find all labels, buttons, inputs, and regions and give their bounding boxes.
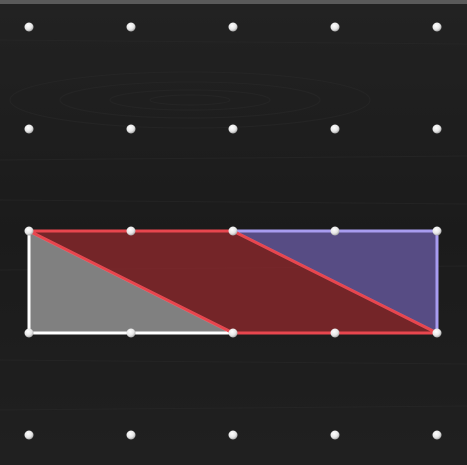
peg-0-2[interactable] — [228, 22, 238, 32]
peg-0-1[interactable] — [126, 22, 136, 32]
peg-4-0[interactable] — [24, 430, 34, 440]
peg-3-4[interactable] — [432, 328, 442, 338]
peg-4-4[interactable] — [432, 430, 442, 440]
peg-2-0[interactable] — [24, 226, 34, 236]
peg-4-3[interactable] — [330, 430, 340, 440]
peg-2-2[interactable] — [228, 226, 238, 236]
wood-grain-texture — [0, 39, 467, 411]
peg-4-2[interactable] — [228, 430, 238, 440]
peg-3-0[interactable] — [24, 328, 34, 338]
peg-1-1[interactable] — [126, 124, 136, 134]
top-edge-highlight — [0, 0, 467, 4]
peg-1-2[interactable] — [228, 124, 238, 134]
peg-0-4[interactable] — [432, 22, 442, 32]
peg-1-4[interactable] — [432, 124, 442, 134]
peg-2-1[interactable] — [126, 226, 136, 236]
shapes-layer — [27, 229, 439, 335]
peg-4-1[interactable] — [126, 430, 136, 440]
peg-2-3[interactable] — [330, 226, 340, 236]
pegs-layer — [24, 22, 442, 440]
peg-1-3[interactable] — [330, 124, 340, 134]
peg-3-1[interactable] — [126, 328, 136, 338]
peg-2-4[interactable] — [432, 226, 442, 236]
peg-0-3[interactable] — [330, 22, 340, 32]
peg-3-3[interactable] — [330, 328, 340, 338]
peg-1-0[interactable] — [24, 124, 34, 134]
peg-3-2[interactable] — [228, 328, 238, 338]
peg-0-0[interactable] — [24, 22, 34, 32]
